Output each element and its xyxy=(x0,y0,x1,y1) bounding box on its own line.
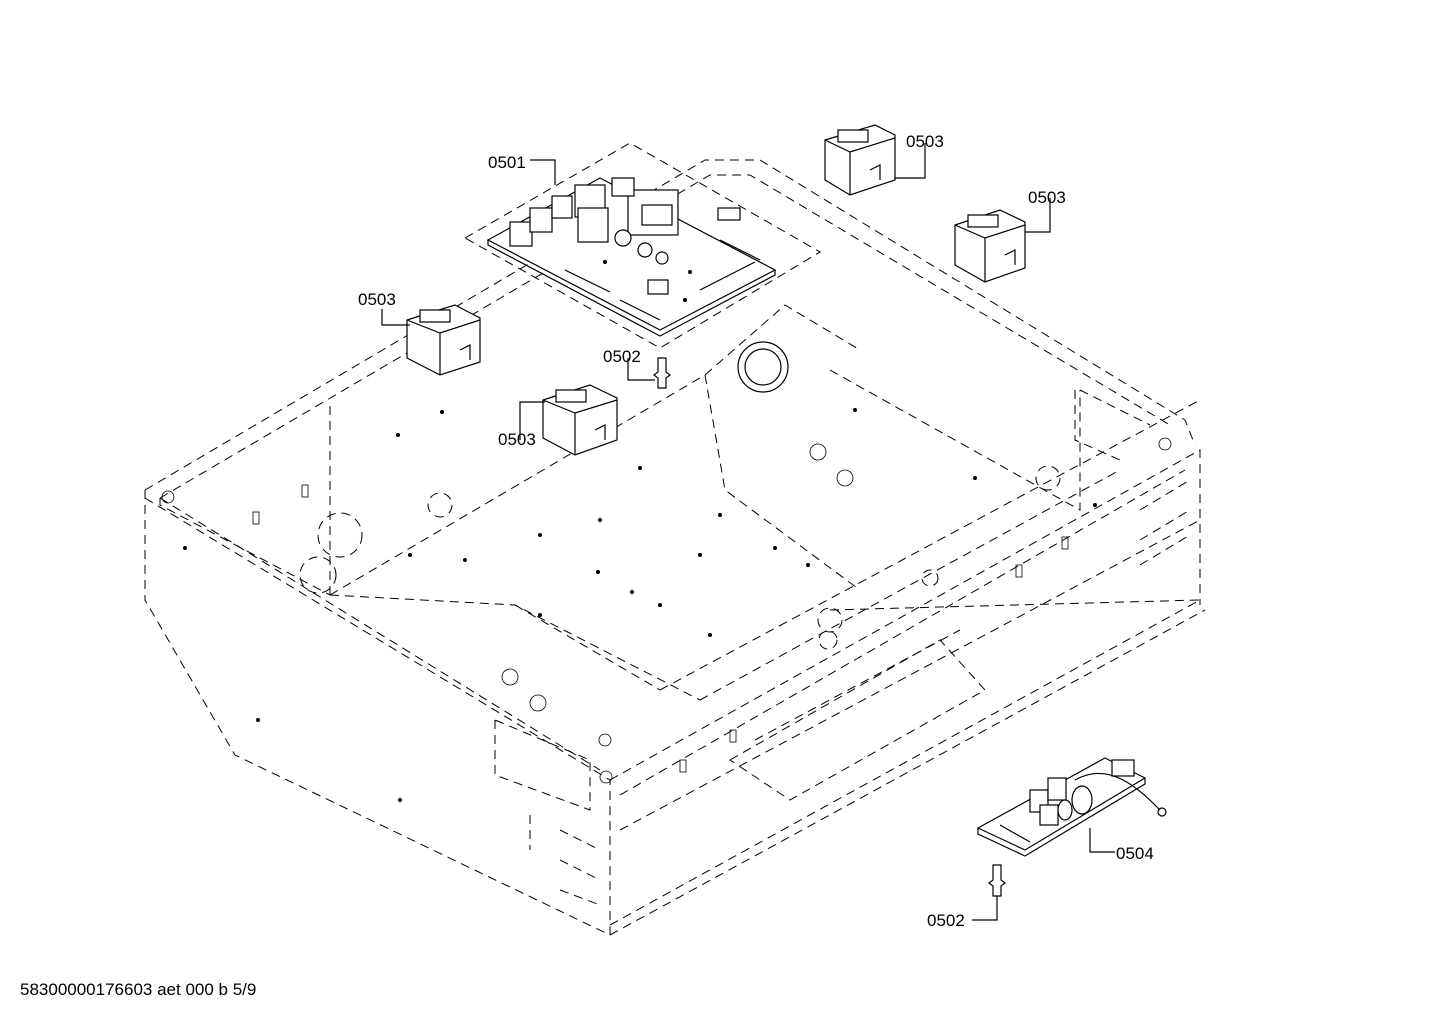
callout-0502-b: 0502 xyxy=(927,911,965,930)
document-id: 58300000176603 aet 000 b 5/9 xyxy=(20,980,257,999)
main-control-board[interactable] xyxy=(463,142,821,349)
callout-0503-b: 0503 xyxy=(1028,188,1066,207)
callout-leaders xyxy=(381,143,1115,921)
callout-0503-d: 0503 xyxy=(498,430,536,449)
callout-0502-a: 0502 xyxy=(603,347,641,366)
chassis-holes xyxy=(161,341,1172,802)
callout-0503-a: 0503 xyxy=(906,132,944,151)
callout-0503-c: 0503 xyxy=(358,290,396,309)
relay-block-3[interactable] xyxy=(406,304,481,376)
callout-0501: 0501 xyxy=(488,153,526,172)
relay-block-2[interactable] xyxy=(954,209,1026,283)
chassis-frame xyxy=(144,159,1206,936)
relay-block-1[interactable] xyxy=(824,124,896,196)
spacer-clip-2[interactable] xyxy=(988,864,1006,897)
relay-block-4[interactable] xyxy=(542,384,618,456)
callout-0504: 0504 xyxy=(1116,844,1154,863)
filter-board[interactable] xyxy=(976,757,1167,857)
spacer-clip-1[interactable] xyxy=(653,357,671,389)
